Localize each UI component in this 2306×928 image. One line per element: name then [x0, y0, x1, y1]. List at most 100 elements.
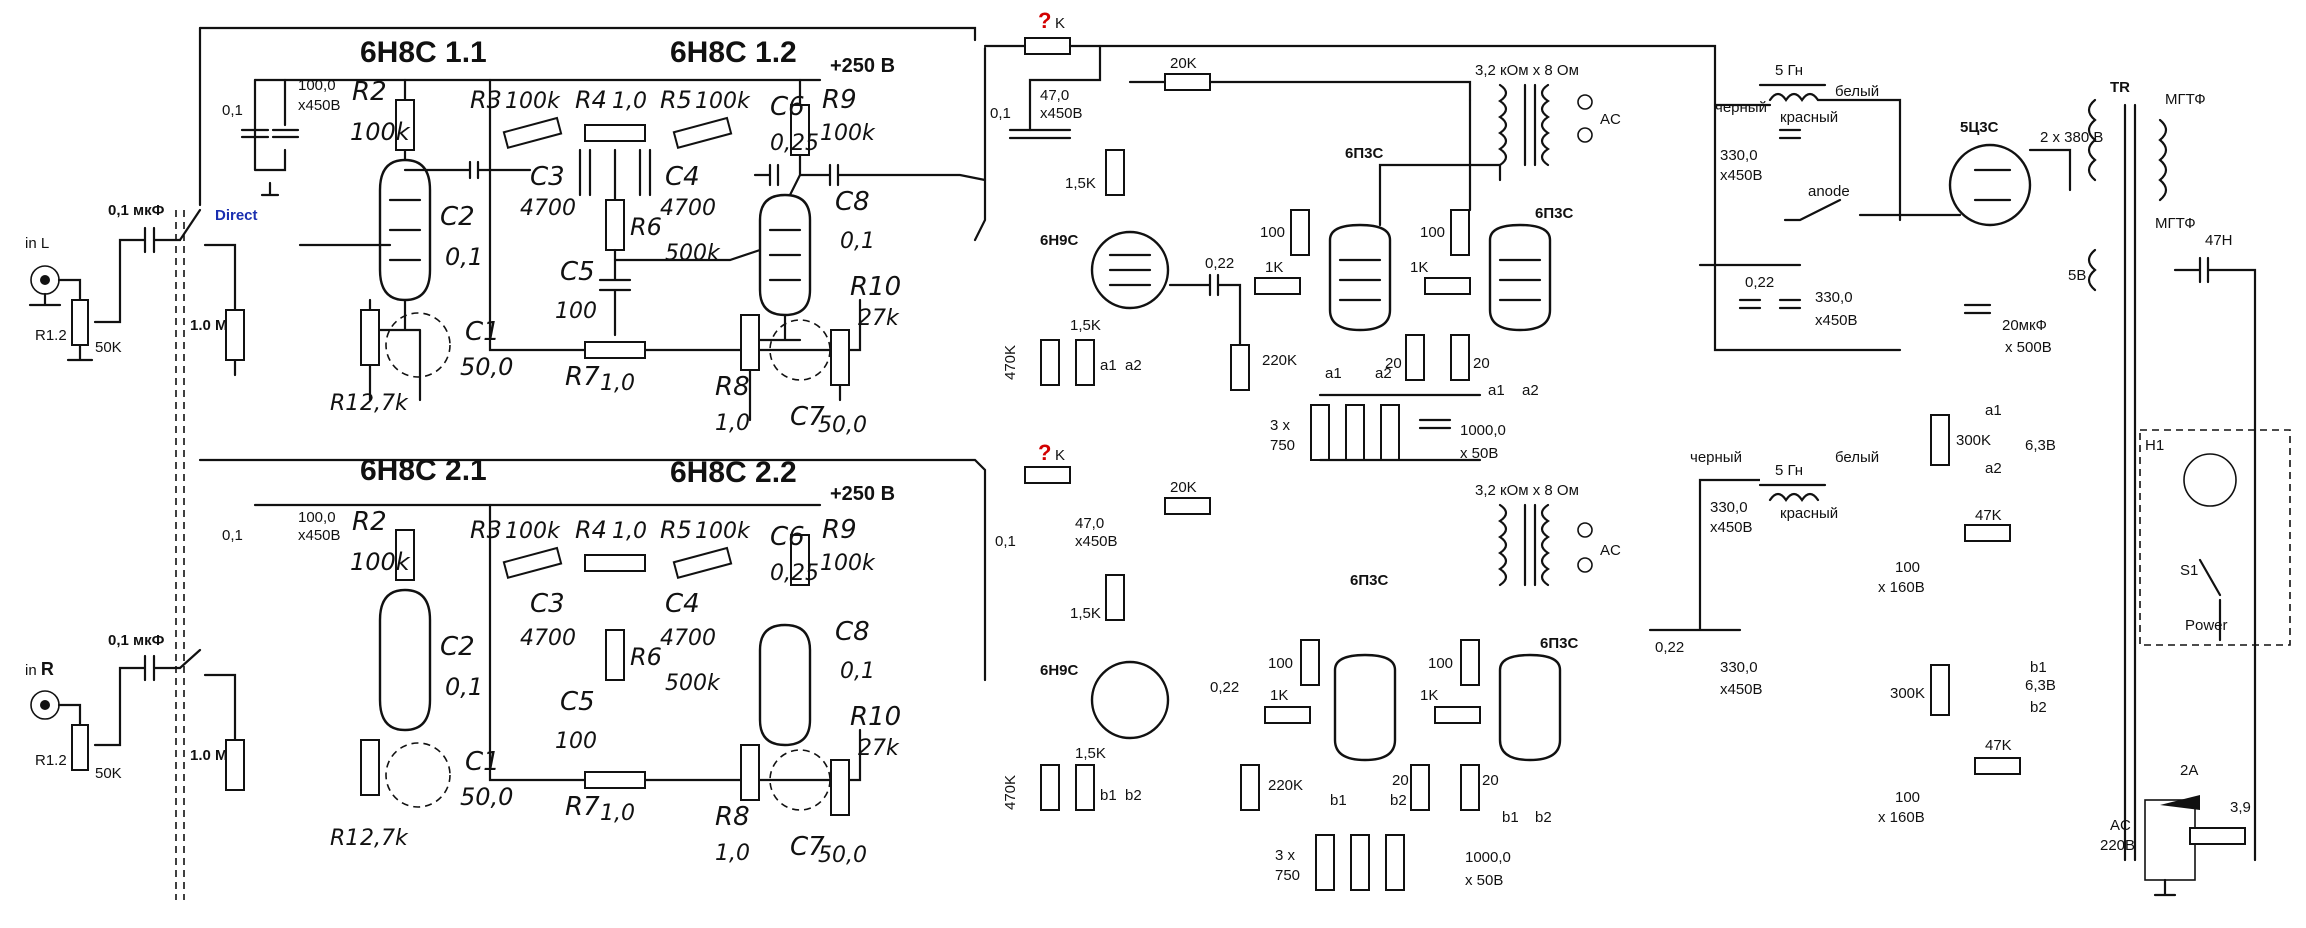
r6-value: 500k [665, 241, 721, 266]
c01-label-r: 0,1 [995, 533, 1016, 550]
r2-label: R2 [352, 77, 387, 107]
volume-pot-l[interactable] [71, 299, 89, 346]
mains-socket-icon[interactable] [2144, 799, 2196, 881]
r4-pot [584, 124, 646, 142]
heater-b1: b1 [2030, 659, 2047, 676]
tube-title-6n8s-1-2: 6Н8С 1.2 [670, 36, 797, 69]
cathode-res-r [1075, 764, 1095, 811]
r5-value-r: 100k [695, 519, 751, 544]
s1-switch[interactable] [2198, 558, 2222, 642]
r20-2-resistor-r [1460, 764, 1480, 811]
r6-label: R6 [630, 213, 662, 241]
hv-rail [983, 44, 1902, 352]
volume-pot-r[interactable] [71, 724, 89, 771]
6p3s-r-label-2: 6П3С [1540, 635, 1578, 652]
r1-resistor-r [360, 739, 380, 796]
r4-label: R4 [575, 86, 607, 114]
volume-pot-label-r: R1.2 [35, 752, 67, 769]
c47h-label: 47Н [2205, 232, 2233, 249]
heater-l-v: 6,3В [2025, 437, 2056, 454]
r1-value-r: 2,7k [360, 826, 409, 851]
c5-value-r: 100 [555, 729, 597, 754]
r1k-2-label: 1K [1410, 259, 1428, 276]
r100-2-resistor [1450, 209, 1470, 256]
c8-output-cap [753, 163, 987, 187]
r9-label-r: R9 [822, 515, 857, 545]
cap-0-1-label-r: 0,1 [222, 527, 243, 544]
choke-r-black: черный [1690, 449, 1742, 466]
a2-label-p2: a2 [1522, 382, 1539, 399]
r3-resistor [502, 116, 563, 149]
input-wires-r[interactable] [57, 648, 237, 747]
r750-count: 3 x [1270, 417, 1291, 434]
r8-resistor [740, 314, 760, 371]
r750-1 [1310, 404, 1330, 461]
r47k-1-resistor [1964, 524, 2011, 542]
cap-0-1-label: 0,1 [222, 102, 243, 119]
r750-2 [1345, 404, 1365, 461]
r300k-2-label: 300K [1890, 685, 1925, 702]
c4-label: C4 [665, 162, 700, 192]
r4-label-r: R4 [575, 516, 607, 544]
b2-label-p2: b2 [1535, 809, 1552, 826]
b2-label: b2 [1125, 787, 1142, 804]
c3-label: C3 [530, 162, 565, 192]
primary-winding [2158, 118, 2168, 202]
c330-1-label: 330,0 [1720, 147, 1758, 164]
ac-out-r-label: AC [1600, 542, 1621, 559]
r9-value-r: 100k [820, 551, 876, 576]
grid-res-1m [225, 309, 245, 361]
heater-a1: a1 [1985, 402, 2002, 419]
fuse-label: 2A [2180, 762, 2198, 779]
r10-resistor-r [830, 759, 850, 816]
c330-3-label: 330,0 [1710, 499, 1748, 516]
r3-value-r: 100k [505, 519, 561, 544]
r4-value: 1,0 [612, 89, 647, 114]
r47k-1-label: 47K [1975, 507, 2002, 524]
r20-2-resistor [1450, 334, 1470, 381]
speaker-terminal-r1[interactable] [1577, 522, 1593, 538]
speaker-terminal-r2[interactable] [1577, 557, 1593, 573]
choke-r-red: красный [1780, 505, 1838, 522]
5v-winding-label: 5В [2068, 267, 2086, 284]
ot-r-label: 3,2 кОм x 8 Ом [1475, 482, 1579, 499]
power-transformer-core [2123, 103, 2137, 862]
r1-label: R1 [330, 391, 359, 416]
c2-cap [403, 160, 532, 180]
grid-res-label-r: 1.0 M [190, 747, 228, 764]
tube-6n8s-2-2-icon [758, 623, 812, 747]
r4-pot-r [584, 554, 646, 572]
r5-resistor-r [672, 546, 733, 579]
c4-value: 4700 [660, 196, 716, 221]
r5-label: R5 [660, 86, 692, 114]
speaker-terminal-1[interactable] [1577, 94, 1593, 110]
r1-label-r: R1 [330, 826, 359, 851]
r20k-wires [1128, 80, 1472, 102]
c330-1-volt: x450B [1720, 167, 1763, 184]
tone-out-wire [613, 248, 762, 262]
tube-6p3s-l-1-icon [1328, 223, 1392, 332]
r750-count-r: 3 x [1275, 847, 1296, 864]
r750-3 [1380, 404, 1400, 461]
r7-label: R7 [565, 362, 600, 392]
anode-switch[interactable] [1783, 198, 1962, 222]
c100-2-label: 100 [1895, 789, 1920, 806]
rectifier-electrodes [1973, 148, 2072, 202]
r6-label-r: R6 [630, 643, 662, 671]
a2-label-l: a2 [1125, 357, 1142, 374]
c1000-volt: x 50B [1460, 445, 1498, 462]
power-switch-box [2139, 429, 2291, 646]
bypass-switch-l[interactable] [178, 208, 202, 242]
driver-coupling-cap [1168, 273, 1242, 352]
c47-volt: x450B [1040, 105, 1083, 122]
c4-value-r: 4700 [660, 626, 716, 651]
r750-value-r: 750 [1275, 867, 1300, 884]
r15k-2-label-r: 1,5K [1075, 745, 1106, 762]
speaker-terminal-2[interactable] [1577, 127, 1593, 143]
cathode-bus [1318, 393, 1482, 462]
r220k-label-r: 220K [1268, 777, 1303, 794]
c47-label: 47,0 [1040, 87, 1069, 104]
r47k-2-label: 47K [1985, 737, 2012, 754]
r8-value: 1,0 [715, 411, 750, 436]
heater-r-v: 6,3В [2025, 677, 2056, 694]
